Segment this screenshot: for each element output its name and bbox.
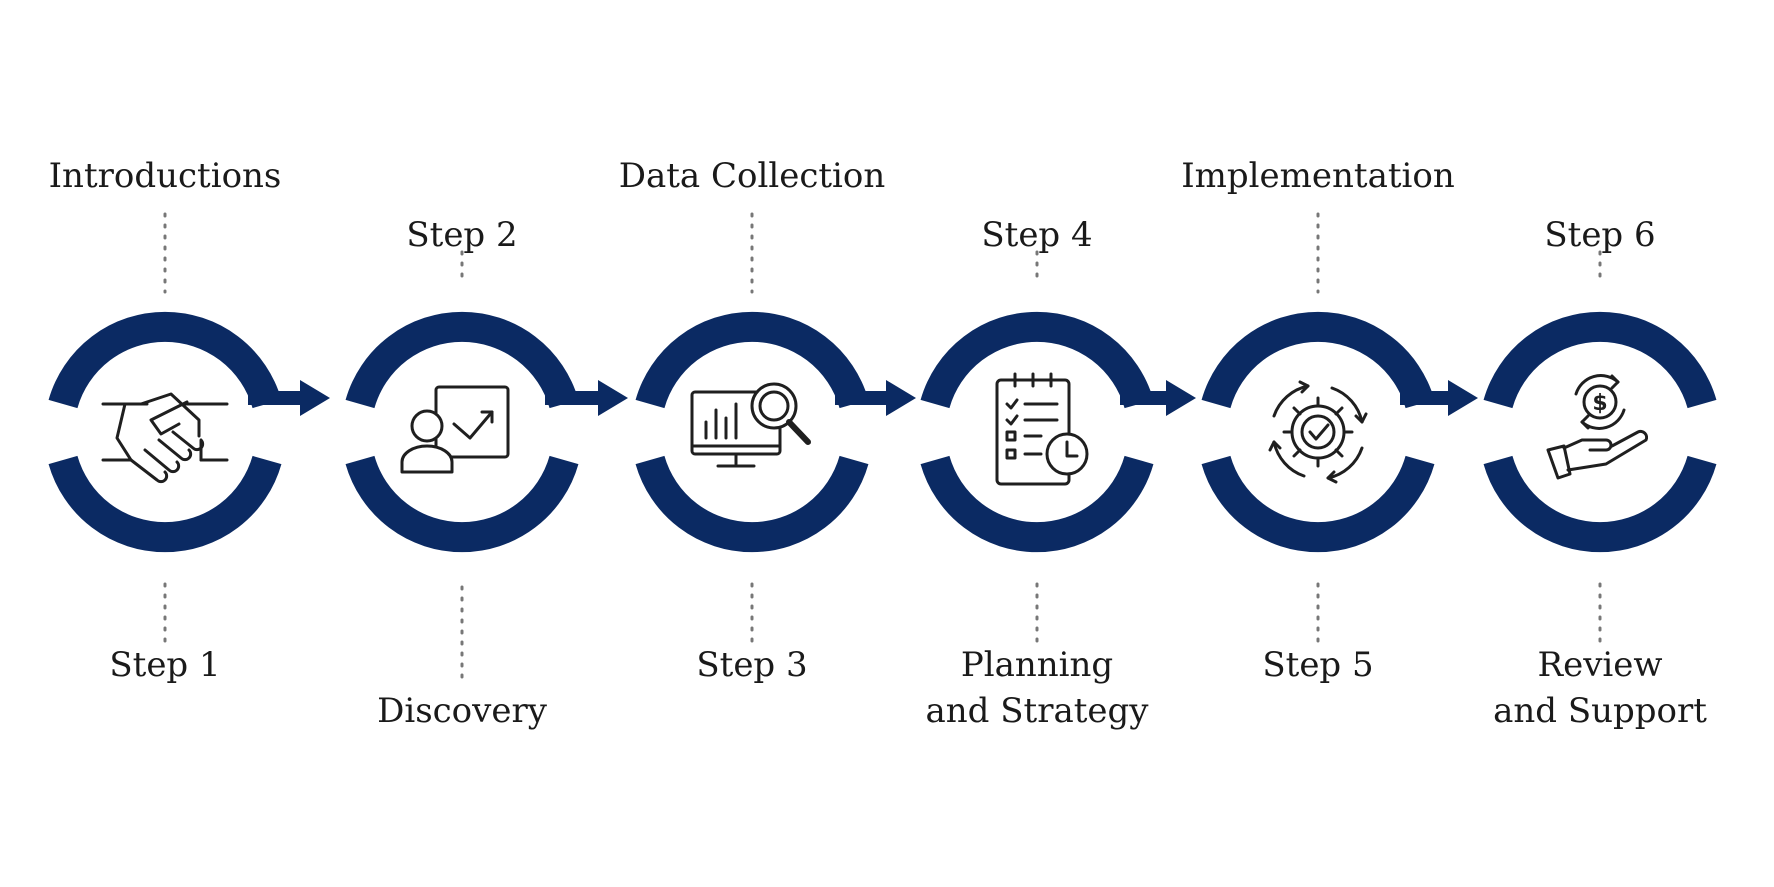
step-title-line-1: Planning: [961, 645, 1113, 685]
arrow-head-icon: [1166, 380, 1196, 416]
handshake-icon: [101, 392, 229, 484]
ring-top-arc: [48, 311, 282, 409]
ring-bottom-arc: [920, 455, 1154, 553]
step-number-label: Step 1: [109, 645, 220, 685]
step-title: Implementation: [1181, 156, 1455, 196]
gear-check-icon: [1268, 380, 1368, 484]
ring-top-arc: [1201, 311, 1435, 409]
ring-bottom-arc: [345, 455, 579, 553]
user-chart-icon: [400, 385, 510, 474]
step-title-line-2: and Support: [1493, 691, 1707, 731]
step-title: Discovery: [377, 691, 548, 731]
step-3: Data Collection Step 3: [619, 156, 886, 685]
step-number-label: Step 2: [406, 215, 517, 255]
checklist-clock-icon: [995, 372, 1089, 486]
step-number-label: Step 6: [1544, 215, 1655, 255]
ring-top-arc: [920, 311, 1154, 409]
step-title-line-2: and Strategy: [926, 691, 1150, 731]
step-number-label: Step 5: [1262, 645, 1373, 685]
monitor-analytics-icon: [690, 382, 811, 468]
step-title-line-1: Review: [1537, 645, 1662, 685]
arrow-head-icon: [1448, 380, 1478, 416]
step-4: Step 4 Planning and Strategy: [920, 215, 1154, 731]
ring-top-arc: [635, 311, 869, 409]
step-title: Introductions: [49, 156, 282, 196]
arrow-head-icon: [300, 380, 330, 416]
step-title: Data Collection: [619, 156, 886, 196]
ring-top-arc: [345, 311, 579, 409]
ring-bottom-arc: [635, 455, 869, 553]
ring-bottom-arc: [48, 455, 282, 553]
ring-bottom-arc: [1483, 455, 1717, 553]
ring-bottom-arc: [1201, 455, 1435, 553]
step-2: Step 2 Discovery: [345, 215, 579, 731]
ring-top-arc: [1483, 311, 1717, 409]
step-1: Introductions Step 1: [48, 156, 282, 685]
step-5: Implementation Step 5: [1181, 156, 1455, 685]
step-number-label: Step 3: [696, 645, 807, 685]
svg-text:$: $: [1592, 391, 1607, 416]
step-number-label: Step 4: [981, 215, 1092, 255]
arrow-head-icon: [598, 380, 628, 416]
step-6: $ Step 6 Review and Support: [1483, 215, 1717, 731]
arrow-head-icon: [886, 380, 916, 416]
money-hand-icon: $: [1546, 374, 1649, 480]
